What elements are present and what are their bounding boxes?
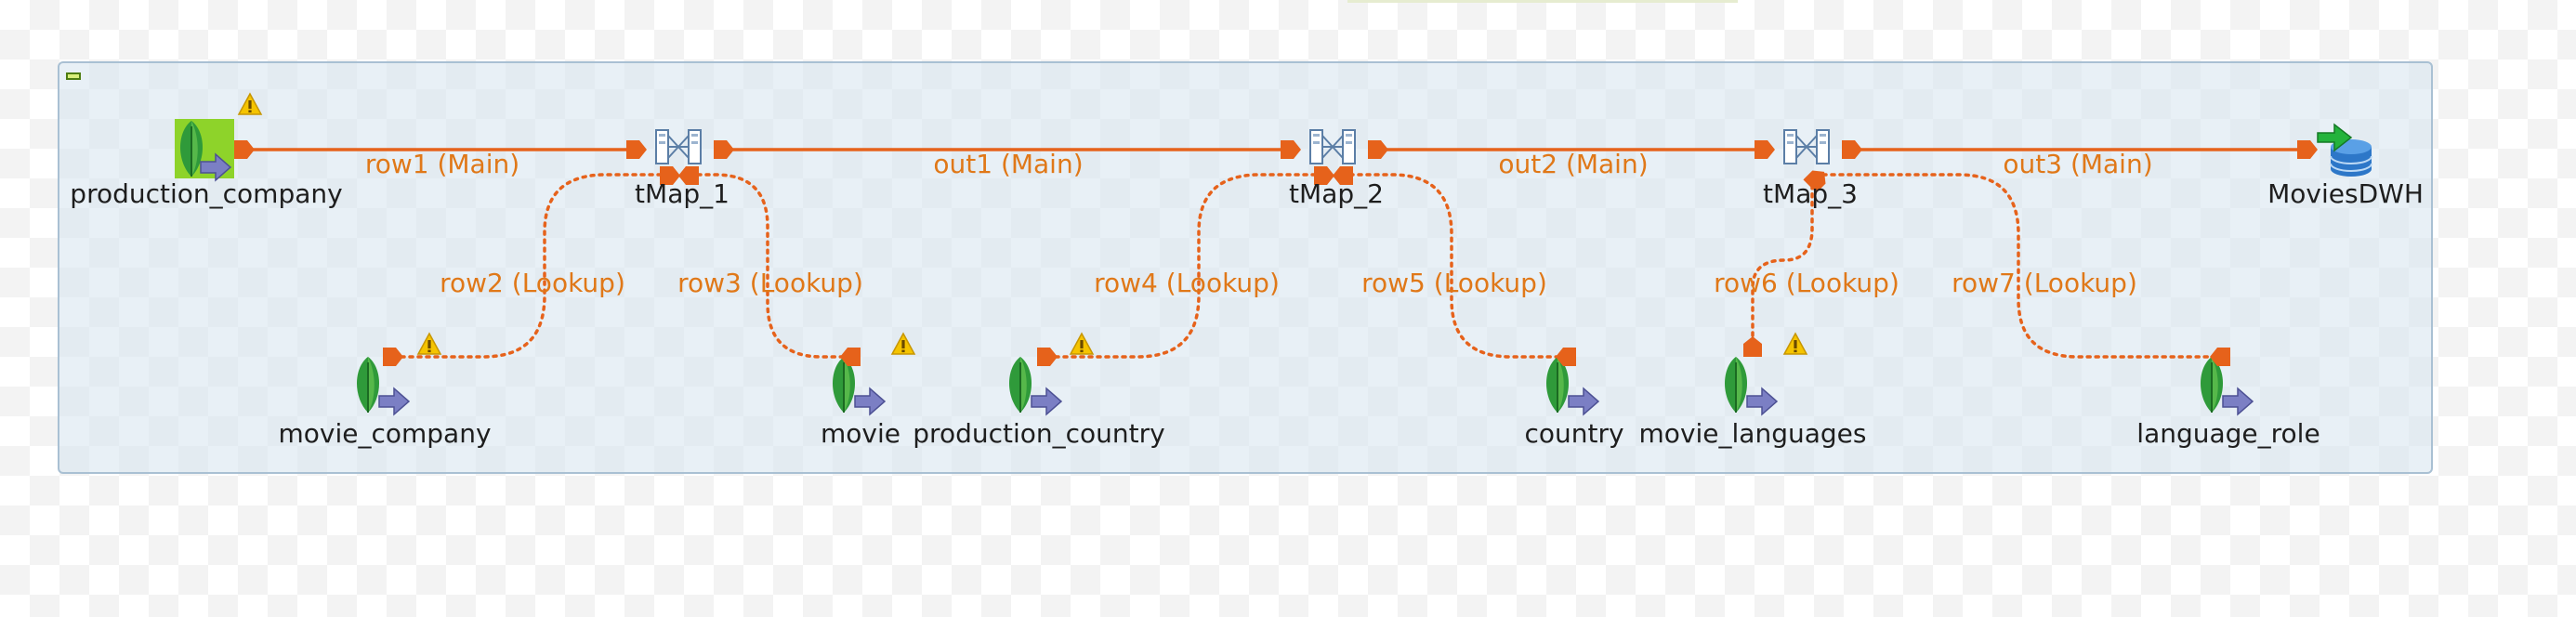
node-label-language-role: language_role xyxy=(2136,418,2320,449)
warning-icon xyxy=(891,333,915,355)
warning-icon xyxy=(417,333,441,355)
output-connector[interactable] xyxy=(383,348,403,366)
flow-row5-label[interactable]: row5 (Lookup) xyxy=(1361,268,1547,298)
output-arrow-icon xyxy=(2317,123,2353,152)
input-arrow-icon xyxy=(2222,387,2254,415)
mongodb-leaf-icon xyxy=(1724,356,1748,414)
flow-row1-label[interactable]: row1 (Main) xyxy=(364,149,520,179)
flow-row2-label[interactable]: row2 (Lookup) xyxy=(440,268,625,298)
mongodb-leaf-icon xyxy=(1008,356,1032,414)
input-arrow-icon xyxy=(378,387,410,415)
node-label-tmap-2: tMap_2 xyxy=(1289,178,1384,209)
mongodb-leaf-icon xyxy=(356,356,380,414)
output-connector[interactable] xyxy=(234,140,255,159)
output-connector[interactable] xyxy=(1037,348,1058,366)
node-label-movie-company: movie_company xyxy=(278,418,492,449)
node-label-movie: movie xyxy=(821,418,900,449)
node-label-country: country xyxy=(1524,418,1624,449)
output-connector[interactable] xyxy=(1842,140,1862,159)
node-country[interactable] xyxy=(1545,348,1599,415)
node-label-movie-languages: movie_languages xyxy=(1638,418,1867,449)
lookup-output-connector[interactable] xyxy=(1743,336,1762,357)
node-tmap-1[interactable] xyxy=(626,129,734,185)
flow-row4-line[interactable] xyxy=(1054,173,1321,359)
input-arrow-icon xyxy=(1746,387,1778,415)
flow-row7-line[interactable] xyxy=(1821,173,2217,359)
input-arrow-icon xyxy=(1568,387,1599,415)
flow-row2-line[interactable] xyxy=(400,173,667,359)
subjob-container[interactable] xyxy=(58,61,2433,474)
tmap-icon xyxy=(655,129,702,164)
node-movie-languages[interactable] xyxy=(1724,333,1807,415)
flow-row3-label[interactable]: row3 (Lookup) xyxy=(677,268,863,298)
flow-out3-label[interactable]: out3 (Main) xyxy=(2003,149,2153,179)
warning-icon xyxy=(238,93,262,115)
subjob-collapse-toggle[interactable] xyxy=(66,72,81,80)
input-connector[interactable] xyxy=(2297,140,2318,159)
node-label-tmap-3: tMap_3 xyxy=(1763,178,1858,209)
flow-row3-line[interactable] xyxy=(688,173,844,359)
flow-out1-label[interactable]: out1 (Main) xyxy=(933,149,1084,179)
output-connector[interactable] xyxy=(714,140,734,159)
flow-out2-label[interactable]: out2 (Main) xyxy=(1498,149,1649,179)
input-connector[interactable] xyxy=(1755,140,1775,159)
flow-row7-label[interactable]: row7 (Lookup) xyxy=(1952,268,2137,298)
warning-icon xyxy=(1070,333,1094,355)
flow-row6-line[interactable] xyxy=(1751,175,1814,346)
input-connector[interactable] xyxy=(626,140,647,159)
node-movies-dwh[interactable] xyxy=(2297,123,2372,177)
flow-row4-label[interactable]: row4 (Lookup) xyxy=(1094,268,1280,298)
flow-row5-line[interactable] xyxy=(1340,173,1559,359)
node-label-movies-dwh: MoviesDWH xyxy=(2267,178,2424,209)
node-movie-company[interactable] xyxy=(356,333,441,415)
top-scroll-indicator xyxy=(1347,0,1738,3)
output-connector[interactable] xyxy=(1368,140,1388,159)
node-tmap-2[interactable] xyxy=(1281,129,1388,185)
input-arrow-icon xyxy=(1031,387,1062,415)
input-connector[interactable] xyxy=(1281,140,1301,159)
tmap-icon xyxy=(1783,129,1830,164)
tmap-icon xyxy=(1309,129,1356,164)
node-production-country[interactable] xyxy=(1008,333,1094,415)
node-label-tmap-1: tMap_1 xyxy=(635,178,729,209)
node-movie[interactable] xyxy=(832,333,915,415)
input-arrow-icon xyxy=(854,387,886,415)
flow-row6-label[interactable]: row6 (Lookup) xyxy=(1714,268,1899,298)
warning-icon xyxy=(1783,333,1807,355)
node-label-production-company: production_company xyxy=(70,178,343,209)
node-label-production-country: production_country xyxy=(913,418,1165,449)
node-production-company[interactable] xyxy=(175,93,262,181)
